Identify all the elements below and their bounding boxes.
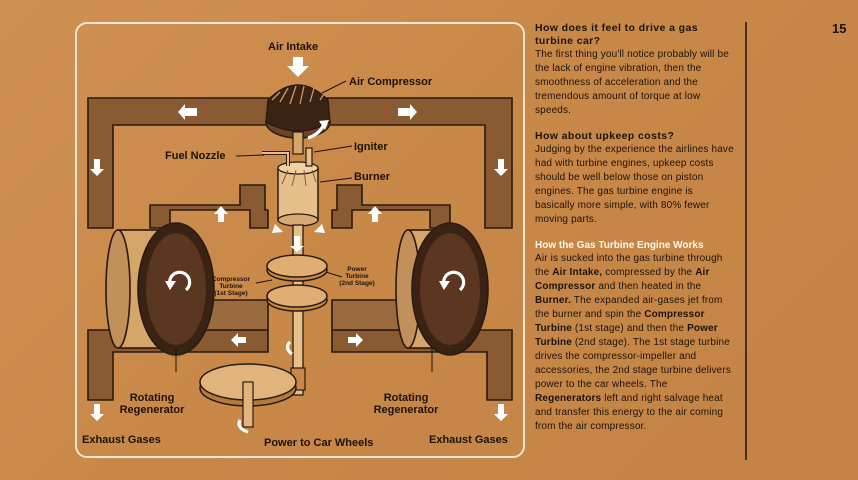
label-exhaust-left: Exhaust Gases bbox=[82, 434, 161, 446]
label-rotating-regenerator-left: Rotating Regenerator bbox=[112, 392, 192, 416]
label-fuel-nozzle: Fuel Nozzle bbox=[165, 150, 226, 162]
left-inner-duct bbox=[149, 184, 269, 229]
power-output-wheel bbox=[199, 363, 297, 428]
text-span: and then heated in the bbox=[595, 281, 702, 292]
label-power-turbine-line2: Turbine bbox=[345, 273, 369, 280]
text-span: compressed by the bbox=[602, 267, 696, 278]
term-compressor-turbine: Compressor Turbine bbox=[535, 309, 705, 334]
turbine-assembly bbox=[266, 224, 328, 396]
column-divider bbox=[745, 22, 747, 460]
label-power-turbine: Power Turbine (2nd Stage) bbox=[334, 266, 380, 287]
label-regen-right-line2: Regenerator bbox=[373, 404, 439, 416]
label-rotating-regenerator-right: Rotating Regenerator bbox=[366, 392, 446, 416]
term-regenerators: Regenerators bbox=[535, 393, 602, 404]
label-regen-left-line1: Rotating bbox=[129, 392, 175, 404]
text-span: The expanded air-gases jet from the burn… bbox=[535, 295, 723, 320]
label-regen-left-line2: Regenerator bbox=[119, 404, 185, 416]
label-compressor-turbine-line2: Turbine bbox=[219, 283, 243, 290]
label-compressor-turbine: Compressor Turbine (1st Stage) bbox=[206, 276, 256, 297]
text-span: (1st stage) and then the bbox=[571, 323, 688, 334]
label-exhaust-right: Exhaust Gases bbox=[429, 434, 508, 446]
answer-drive-feel: The first thing you'll notice probably w… bbox=[535, 49, 729, 116]
diagram-panel bbox=[75, 22, 525, 458]
term-air-compressor: Air Compressor bbox=[535, 267, 710, 292]
heading-how-it-works: How the Gas Turbine Engine Works bbox=[535, 240, 704, 251]
term-power-turbine: Power Turbine bbox=[535, 323, 718, 348]
left-regenerator bbox=[105, 222, 215, 356]
term-air-intake: Air Intake, bbox=[552, 267, 603, 278]
air-compressor bbox=[265, 84, 331, 155]
label-igniter: Igniter bbox=[354, 141, 388, 153]
center-lower-duct-right bbox=[331, 299, 406, 331]
burner-chamber bbox=[277, 161, 319, 227]
right-regenerator bbox=[395, 222, 489, 356]
text-span: left and right salvage heat and transfer… bbox=[535, 393, 724, 432]
label-power-turbine-line1: Power bbox=[347, 266, 367, 273]
igniter-plug bbox=[305, 147, 313, 167]
text-column: How does it feel to drive a gas turbine … bbox=[535, 22, 735, 434]
text-span: Air is sucked into the gas turbine throu… bbox=[535, 253, 723, 278]
label-power-to-wheels: Power to Car Wheels bbox=[264, 437, 374, 449]
answer-upkeep: Judging by the experience the airlines h… bbox=[535, 144, 734, 225]
page-number: 15 bbox=[832, 21, 847, 36]
question-drive-feel: How does it feel to drive a gas turbine … bbox=[535, 22, 698, 47]
label-compressor-turbine-line1: Compressor bbox=[211, 276, 251, 283]
label-air-intake: Air Intake bbox=[268, 41, 319, 53]
label-regen-right-line1: Rotating bbox=[383, 392, 429, 404]
question-upkeep: How about upkeep costs? bbox=[535, 130, 675, 142]
term-burner: Burner. bbox=[535, 295, 572, 306]
right-inner-duct bbox=[331, 184, 451, 229]
label-power-turbine-line3: (2nd Stage) bbox=[339, 280, 375, 287]
label-burner: Burner bbox=[354, 171, 391, 183]
flow-arrows bbox=[90, 57, 508, 421]
label-air-compressor: Air Compressor bbox=[349, 76, 433, 88]
label-compressor-turbine-line3: (1st Stage) bbox=[214, 290, 248, 297]
text-span: (2nd stage). The 1st stage turbine drive… bbox=[535, 337, 732, 390]
paragraph-how-it-works: Air is sucked into the gas turbine throu… bbox=[535, 252, 735, 434]
